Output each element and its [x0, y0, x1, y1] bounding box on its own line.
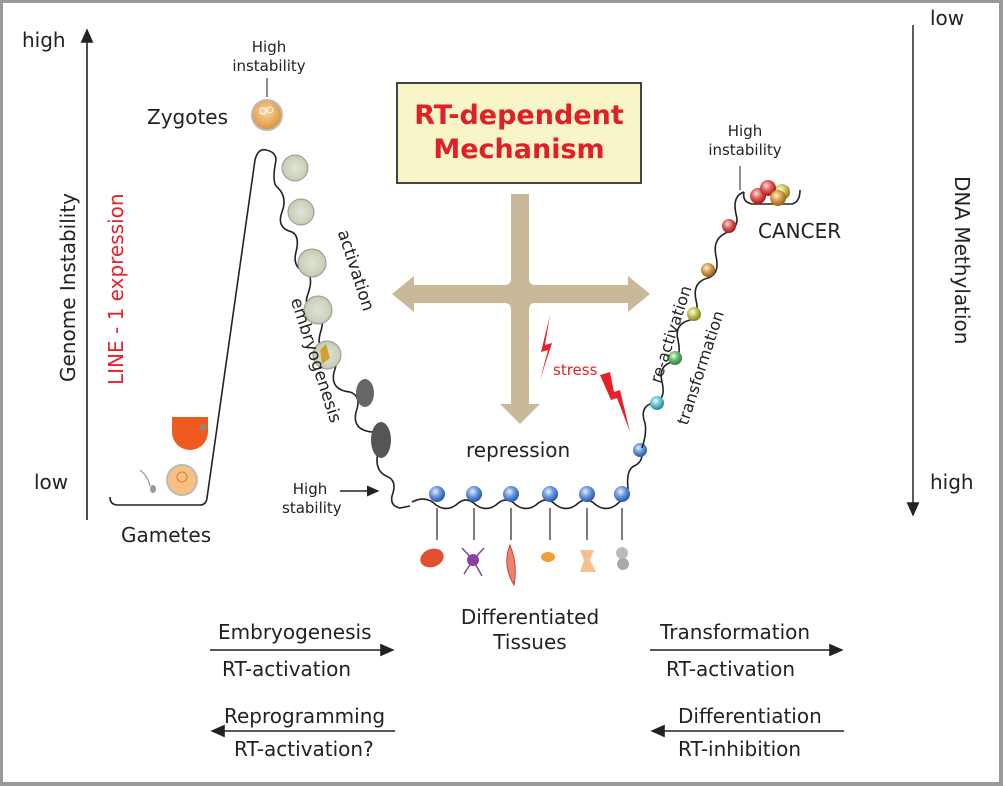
left-axis-low: low — [34, 470, 69, 494]
right-axis-high: high — [930, 470, 974, 494]
mechanism-title-line2: Mechanism — [433, 134, 605, 165]
cancer-instability-note: High instability — [708, 122, 782, 159]
differentiated-tissues-label: Differentiated Tissues — [460, 605, 600, 654]
mechanism-title-line1: RT-dependent — [414, 100, 624, 132]
repression-label: repression — [466, 438, 571, 462]
high-stability-note: High stability — [282, 480, 342, 517]
stress-bolts — [540, 315, 630, 432]
gamete-icons — [139, 417, 208, 496]
legend-transformation: Transformation — [660, 620, 811, 644]
mechanism-box: RT-dependent Mechanism — [396, 82, 642, 184]
right-axis-low: low — [930, 6, 965, 30]
tissue-stems — [436, 508, 623, 540]
mechanism-arrows — [392, 194, 650, 424]
line1-expression-label: LINE - 1 expression — [104, 193, 128, 385]
legend-differentiation: Differentiation — [678, 704, 822, 728]
legend-differentiation-rt: RT-inhibition — [678, 737, 802, 761]
zygote-cell — [251, 99, 283, 131]
embryo-stages — [281, 154, 391, 458]
tissue-icons — [420, 543, 629, 587]
left-axis-high: high — [22, 28, 66, 52]
gametes-label: Gametes — [121, 523, 212, 547]
cancer-label: CANCER — [758, 219, 842, 243]
gametes-cup — [109, 148, 277, 506]
nucleosomes — [429, 443, 647, 502]
legend-reprogramming-rt: RT-activation? — [234, 737, 374, 761]
stress-label: stress — [553, 361, 598, 379]
genome-instability-label: Genome Instability — [56, 193, 80, 382]
zygotes-label: Zygotes — [147, 105, 229, 129]
legend-transformation-rt: RT-activation — [666, 657, 796, 681]
cancer-cells — [650, 180, 790, 410]
zygote-instability-note: High instability — [232, 38, 306, 75]
legend-embryogenesis-rt: RT-activation — [222, 657, 352, 681]
legend-reprogramming: Reprogramming — [224, 704, 386, 728]
cancer-cup — [742, 189, 801, 205]
dna-methylation-label: DNA Methylation — [950, 176, 974, 345]
legend-embryogenesis: Embryogenesis — [218, 620, 372, 644]
